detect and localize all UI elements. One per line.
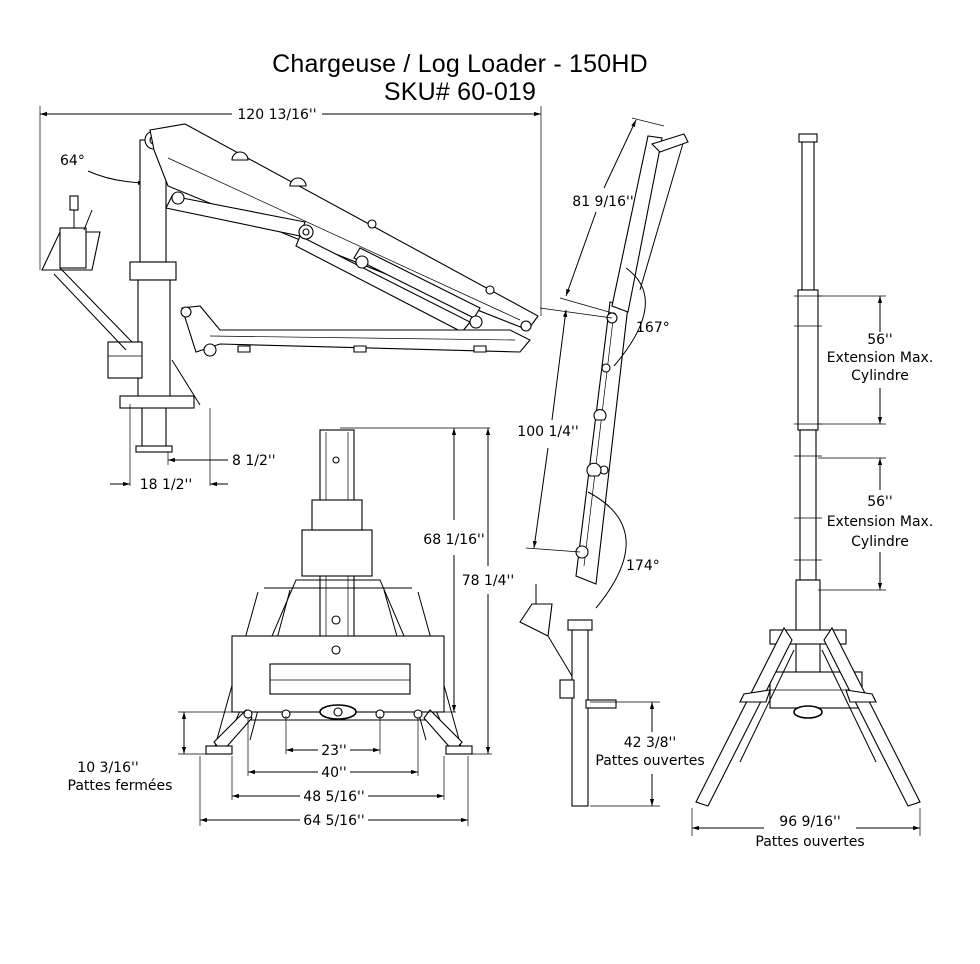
front-view: 68 1/16'' 78 1/4'' 23'' 40'' 48 5/16'' 6… [68, 427, 515, 829]
dim-upper-boom: 81 9/16'' [572, 194, 633, 210]
dim-boom-angle: 64° [60, 153, 85, 169]
dim-open-width: 96 9/16'' [779, 814, 840, 830]
label-open-width: Pattes ouvertes [755, 834, 864, 850]
dim-closed-leg-height: 10 3/16'' [77, 760, 138, 776]
dim-lower-boom: 100 1/4'' [517, 424, 578, 440]
dim-front-mid-width: 40'' [321, 765, 347, 781]
dim-open-leg-height: 42 3/8'' [624, 735, 677, 751]
raised-view: 81 9/16'' 100 1/4'' 167° 174° 42 3/8'' P… [517, 117, 705, 807]
label-closed-legs: Pattes fermées [68, 778, 173, 794]
dim-front-pivot-height: 68 1/16'' [423, 532, 484, 548]
dim-extension-upper: 56'' [867, 332, 893, 348]
dim-side-offset: 8 1/2'' [232, 453, 276, 469]
drawing-sku: SKU# 60-019 [383, 78, 537, 106]
dim-front-outer-width: 48 5/16'' [303, 789, 364, 805]
side-view: 120 13/16'' 64° [39, 106, 542, 493]
dim-angle-upper: 167° [636, 320, 670, 336]
dim-overall-length: 120 13/16'' [237, 107, 316, 123]
label-extension-lower-1: Extension Max. [827, 514, 934, 530]
extended-view: 56'' Extension Max. Cylindre 56'' Extens… [691, 133, 934, 850]
dim-front-total-height: 78 1/4'' [462, 573, 515, 589]
dim-side-base: 18 1/2'' [140, 477, 193, 493]
dim-front-inner-width: 23'' [321, 743, 347, 759]
dim-angle-lower: 174° [626, 558, 660, 574]
dim-extension-lower: 56'' [867, 494, 893, 510]
label-extension-upper-1: Extension Max. [827, 350, 934, 366]
label-extension-upper-2: Cylindre [851, 368, 909, 384]
label-extension-lower-2: Cylindre [851, 534, 909, 550]
drawing-title: Chargeuse / Log Loader - 150HD [272, 50, 648, 78]
dim-front-overall-width: 64 5/16'' [303, 813, 364, 829]
label-open-legs: Pattes ouvertes [595, 753, 704, 769]
